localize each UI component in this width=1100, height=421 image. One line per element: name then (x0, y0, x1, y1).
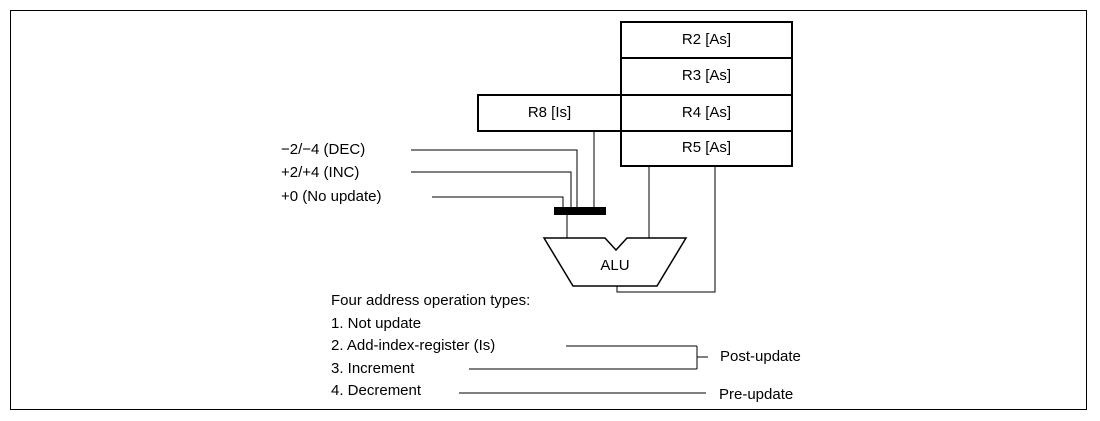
note-item: 3. Increment (331, 360, 415, 377)
register-r8-box (477, 94, 622, 132)
register-r8-label: R8 [Is] (527, 104, 572, 121)
register-r4-label: R4 [As] (681, 104, 732, 121)
pre-update-label: Pre-update (719, 386, 794, 403)
note-item: 2. Add-index-register (Is) (331, 337, 496, 354)
register-r5-label: R5 [As] (681, 139, 732, 156)
notes-heading: Four address operation types: (331, 292, 531, 309)
dec-input-line (411, 149, 578, 207)
noupdate-input-line (432, 196, 564, 207)
post-update-label: Post-update (720, 348, 801, 365)
alu-shape (542, 237, 688, 287)
register-r4-box (620, 94, 793, 132)
register-r3-label: R3 [As] (681, 67, 732, 84)
diagram-frame (10, 10, 1087, 410)
dec-input-label: −2/−4 (DEC) (281, 141, 366, 158)
alu-label: ALU (600, 257, 630, 274)
register-r5-box (620, 130, 793, 167)
noupdate-input-label: +0 (No update) (281, 188, 382, 205)
alu-result-feedback-line (616, 166, 716, 293)
inc-input-line (411, 171, 572, 207)
inc-input-label: +2/+4 (INC) (281, 164, 360, 181)
note-item: 1. Not update (331, 315, 422, 332)
register-r2-label: R2 [As] (681, 31, 732, 48)
note-item: 4. Decrement (331, 382, 422, 399)
selector-bar (554, 207, 606, 215)
